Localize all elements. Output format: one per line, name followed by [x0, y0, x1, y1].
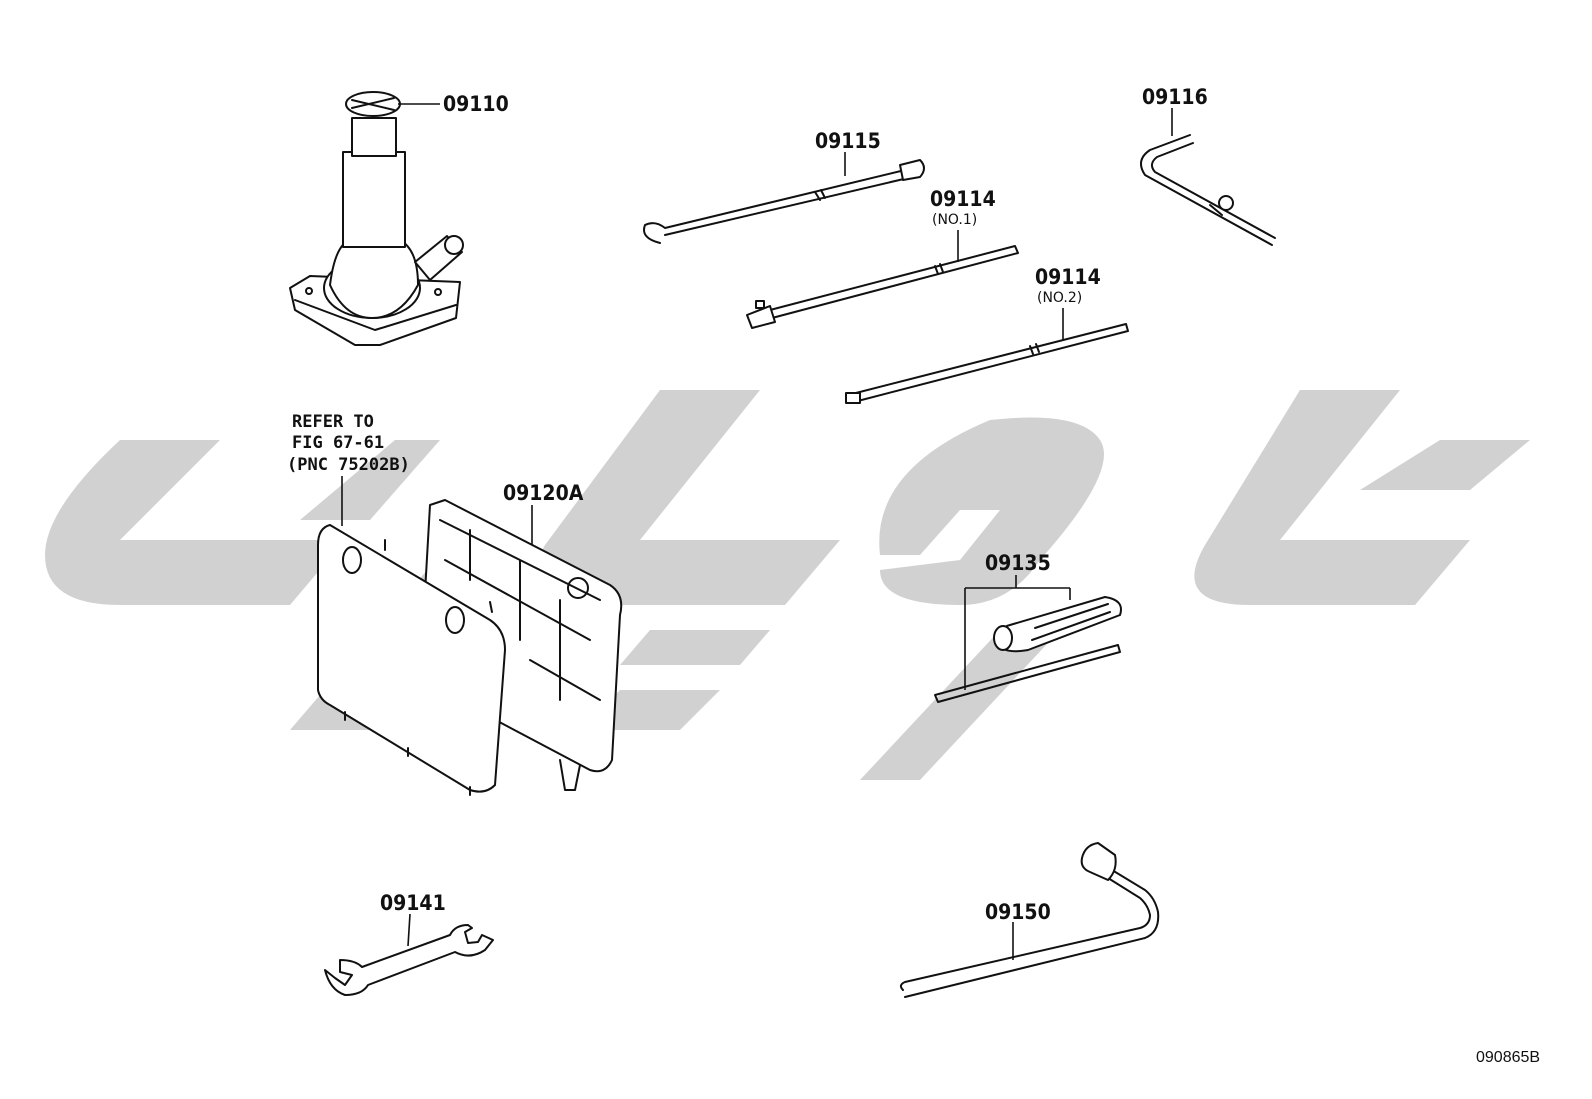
wrench-drawing [324, 924, 494, 996]
lug-wrench-drawing [899, 842, 1160, 998]
screwdriver-drawing [934, 596, 1122, 703]
label-crank-handle: 09116 [1142, 85, 1208, 109]
label-jack: 09110 [443, 92, 509, 116]
reference-note-line3: (PNC 75202B) [287, 455, 410, 475]
label-wrench: 09141 [380, 891, 446, 915]
extension-bar-no1-drawing [746, 245, 1019, 329]
label-extension-bar-no2: 09114 [1035, 265, 1101, 289]
label-extension-bar-no1: 09114 [930, 187, 996, 211]
sublabel-extension-bar-no1: (NO.1) [932, 212, 977, 228]
jack-handle-drawing [643, 159, 925, 244]
label-tool-bag: 09120A [503, 481, 584, 505]
callout-leaders [341, 103, 1173, 960]
tool-bag-drawing [317, 499, 623, 796]
sublabel-extension-bar-no2: (NO.2) [1037, 290, 1082, 306]
reference-note-line1: REFER TO [292, 412, 374, 432]
label-lug-wrench: 09150 [985, 900, 1051, 924]
drawing-code: 090865B [1476, 1049, 1540, 1066]
extension-bar-no2-drawing [845, 323, 1129, 404]
label-screwdriver: 09135 [985, 551, 1051, 575]
jack-drawing [289, 91, 464, 346]
label-jack-handle: 09115 [815, 129, 881, 153]
watermark-logo [45, 390, 1530, 780]
reference-note-line2: FIG 67-61 [292, 433, 384, 453]
crank-handle-drawing [1140, 134, 1276, 246]
